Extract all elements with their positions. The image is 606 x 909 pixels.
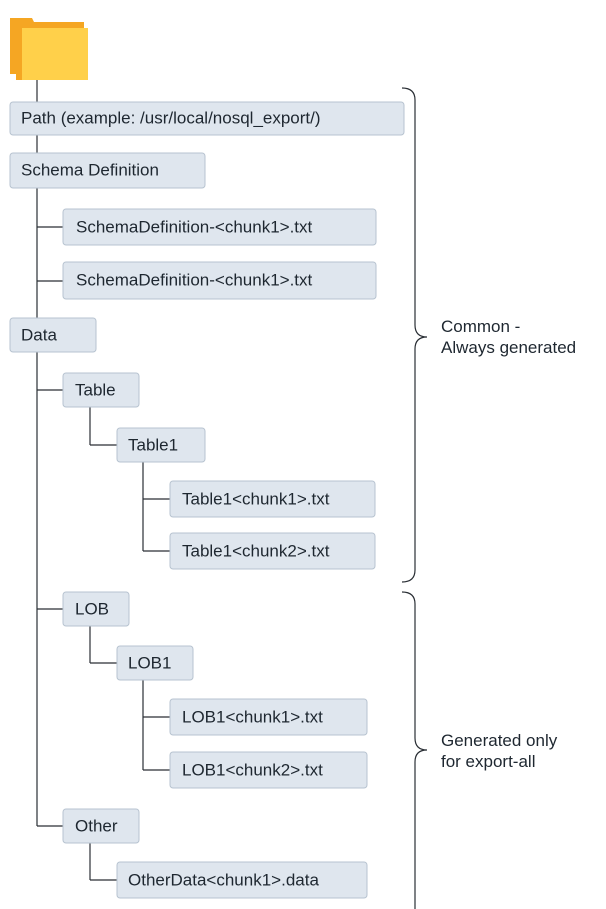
node-table1-chunk2-label: Table1<chunk2>.txt [182,541,330,560]
node-table1: Table1 [116,427,206,463]
node-otherdata-chunk1: OtherData<chunk1>.data [116,861,368,899]
node-table1-chunk1: Table1<chunk1>.txt [169,480,376,518]
node-lob1-chunk1: LOB1<chunk1>.txt [169,698,368,736]
node-lob1: LOB1 [116,645,194,681]
node-lob1-label: LOB1 [128,653,171,672]
brace-export-all-label-line1: Generated only [441,731,558,750]
tree-connectors [36,80,170,881]
node-schema-definition-label: Schema Definition [21,160,159,179]
node-other: Other [62,808,140,844]
node-data-label: Data [21,325,57,344]
node-lob1-chunk2-label: LOB1<chunk2>.txt [182,760,323,779]
node-schema-file-1-label: SchemaDefinition-<chunk1>.txt [76,217,313,236]
node-table1-chunk2: Table1<chunk2>.txt [169,532,376,570]
node-data: Data [9,317,97,353]
node-lob1-chunk1-label: LOB1<chunk1>.txt [182,707,323,726]
node-table: Table [62,372,140,408]
node-table1-label: Table1 [128,435,178,454]
node-schema-file-2: SchemaDefinition-<chunk1>.txt [62,261,377,300]
brace-common-label-line2: Always generated [441,338,576,357]
brace-common [401,87,428,583]
brace-common-label-line1: Common - [441,317,520,336]
node-schema-file-1: SchemaDefinition-<chunk1>.txt [62,208,377,246]
node-schema-file-2-label: SchemaDefinition-<chunk1>.txt [76,270,313,289]
brace-export-all-label-line2: for export-all [441,752,535,771]
node-path: Path (example: /usr/local/nosql_export/) [9,101,405,136]
node-lob: LOB [62,591,130,627]
node-path-label: Path (example: /usr/local/nosql_export/) [21,108,321,127]
node-table-label: Table [75,380,116,399]
node-lob1-chunk2: LOB1<chunk2>.txt [169,751,368,789]
folder-icon [10,18,88,80]
node-lob-label: LOB [75,599,109,618]
node-otherdata-chunk1-label: OtherData<chunk1>.data [128,870,319,889]
brace-export-all [401,591,428,909]
node-other-label: Other [75,816,118,835]
node-schema-definition: Schema Definition [9,152,206,189]
node-table1-chunk1-label: Table1<chunk1>.txt [182,489,330,508]
